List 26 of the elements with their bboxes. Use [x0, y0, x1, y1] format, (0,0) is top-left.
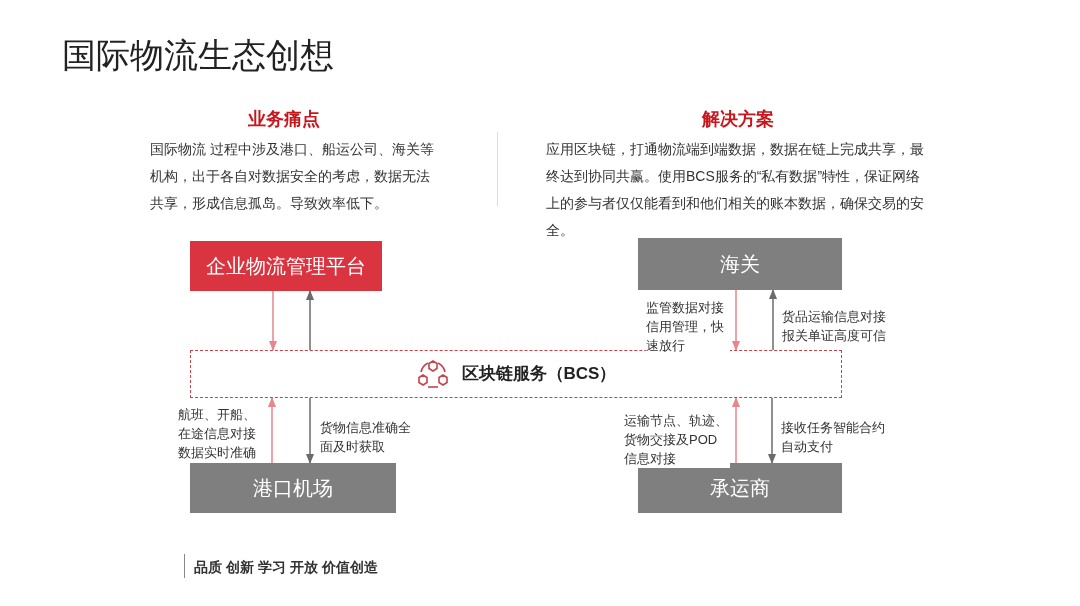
edge-label: 监管数据对接信用管理，快速放行: [646, 298, 730, 355]
page-title: 国际物流生态创想: [62, 35, 334, 76]
node-label: 海关: [720, 252, 760, 277]
arrow: [768, 288, 778, 351]
platform-box: [190, 241, 382, 291]
node-label: 港口机场: [253, 476, 333, 501]
arrow: [731, 289, 741, 352]
arrow: [268, 290, 278, 352]
paragraph: 国际物流 过程中涉及港口、船运公司、海关等机构，出于各自对数据安全的考虑，数据无法共享，形成信息孤岛。导致效率低下。: [150, 140, 435, 213]
arrow: [267, 396, 277, 464]
arrow: [305, 289, 315, 351]
column-heading: 业务痛点: [248, 108, 320, 131]
slogan: 品质 创新 学习 开放 价值创造: [194, 558, 378, 577]
node-label: 区块链服务（BCS）: [461, 363, 617, 386]
port-box: [190, 463, 396, 513]
arrow: [731, 396, 741, 464]
customs-box: [638, 238, 842, 290]
arrow: [767, 397, 777, 465]
column-heading: 解决方案: [702, 108, 774, 131]
paragraph: 应用区块链，打通物流端到端数据，数据在链上完成共享，最终达到协同共赢。使用BCS服务的“私有数据”特性，保证网络上的参与者仅仅能看到和他们相关的账本数据，确保交易的安全。: [546, 140, 925, 240]
service-band: [190, 350, 842, 398]
node-label: 承运商: [710, 476, 770, 501]
node-label: 企业物流管理平台: [206, 254, 366, 279]
edge-label: 运输节点、轨迹、货物交接及POD信息对接: [624, 411, 730, 468]
arrow: [305, 397, 315, 465]
carrier-box: [638, 463, 842, 513]
